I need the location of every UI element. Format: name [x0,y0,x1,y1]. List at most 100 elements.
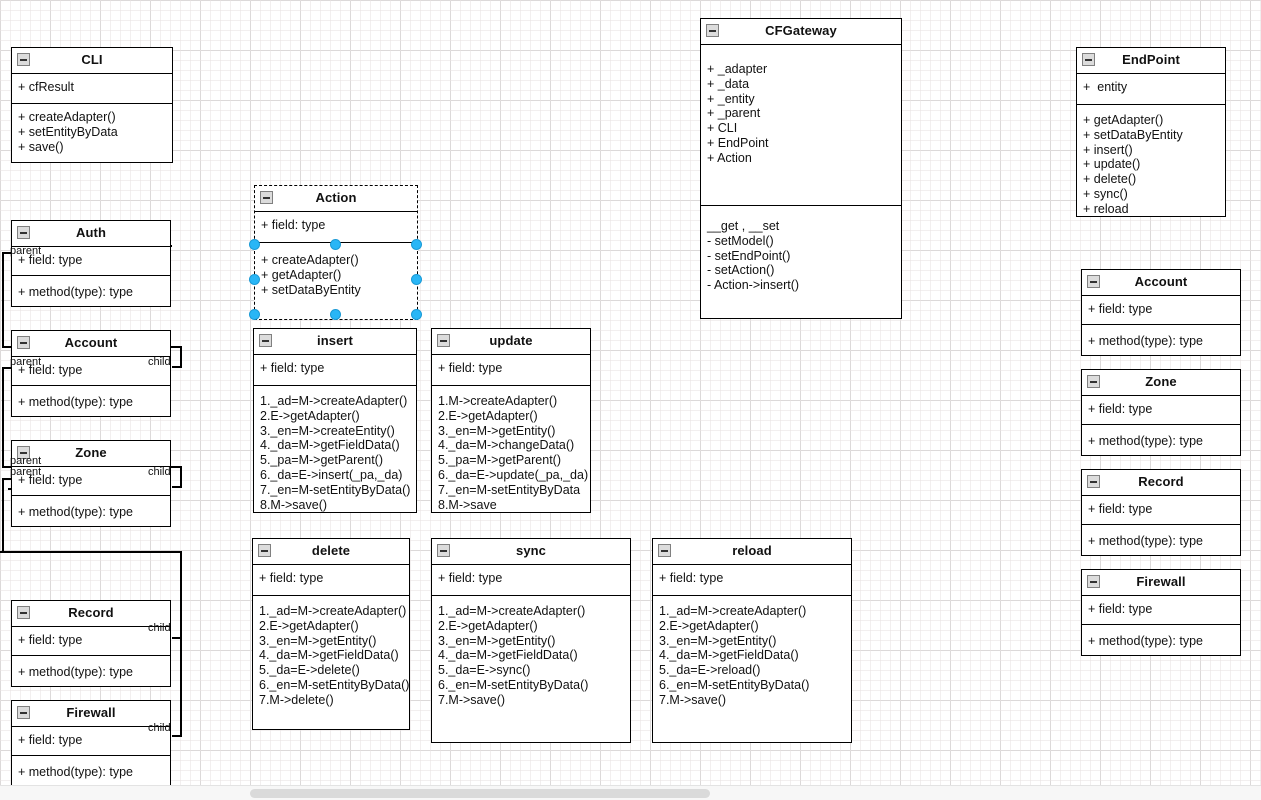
connector-account-parent-horizontal[interactable] [2,367,14,369]
class-title-bar[interactable]: Account [12,331,170,357]
class-title-bar[interactable]: Firewall [1082,570,1240,596]
class-name: EndPoint [1122,52,1180,67]
collapse-minus-icon[interactable] [17,226,30,239]
collapse-minus-icon[interactable] [17,53,30,66]
collapse-minus-icon[interactable] [17,446,30,459]
class-title-bar[interactable]: insert [254,329,416,355]
resize-handle-bottom-left[interactable] [249,309,260,320]
class-title-bar[interactable]: CLI [12,48,172,74]
resize-handle-middle-left[interactable] [249,274,260,285]
connector-account-child-vertical[interactable] [180,346,182,368]
method-row: 1._ad=M->createAdapter() [659,604,807,618]
connector-account-parent-vertical[interactable] [2,367,4,467]
class-title-bar[interactable]: EndPoint [1077,48,1225,74]
connector-record-child-vertical[interactable] [180,551,182,639]
connector-record-child-hook[interactable] [172,637,182,639]
class-title-bar[interactable]: update [432,329,590,355]
connector-zone-child-vertical[interactable] [180,466,182,488]
methods-section: 1._ad=M->createAdapter() 2.E->getAdapter… [432,596,630,714]
collapse-minus-icon[interactable] [258,544,271,557]
class-box-cfgateway[interactable]: CFGateway + _adapter + _data + _entity +… [700,18,902,319]
class-box-auth-left[interactable]: Auth + field: type + method(type): type [11,220,171,307]
method-row: 3._en=M->getEntity() [259,633,377,648]
resize-handle-top-center[interactable] [330,239,341,250]
class-box-account-right[interactable]: Account + field: type + method(type): ty… [1081,269,1241,356]
collapse-minus-icon[interactable] [260,191,273,204]
class-title-bar[interactable]: Record [12,601,170,627]
connector-account-child-hook[interactable] [172,366,182,368]
collapse-minus-icon[interactable] [1087,575,1100,588]
connector-zone-parent-hook-a[interactable] [2,478,14,480]
connector-zone-parent-vertical[interactable] [2,478,4,552]
horizontal-scrollbar-track[interactable] [0,785,1261,800]
class-title-bar[interactable]: CFGateway [701,19,901,45]
horizontal-scrollbar-thumb[interactable] [250,789,710,798]
method-row: 4._da=M->changeData() [438,438,575,453]
edge-label-record-child: child [148,622,171,634]
class-name: Zone [75,445,107,460]
resize-handle-middle-right[interactable] [411,274,422,285]
class-box-endpoint[interactable]: EndPoint + entity + getAdapter() + setDa… [1076,47,1226,217]
resize-handle-top-left[interactable] [249,239,260,250]
class-title-bar[interactable]: Zone [12,441,170,467]
resize-handle-top-right[interactable] [411,239,422,250]
methods-section: 1.M->createAdapter() 2.E->getAdapter() 3… [432,386,590,518]
collapse-minus-icon[interactable] [658,544,671,557]
collapse-minus-icon[interactable] [1087,375,1100,388]
class-box-reload[interactable]: reload + field: type 1._ad=M->createAdap… [652,538,852,743]
class-box-firewall-left[interactable]: Firewall + field: type + method(type): t… [11,700,171,787]
method-row: 7.M->save() [659,692,727,707]
method-row: 5._pa=M->getParent() [438,453,561,468]
collapse-minus-icon[interactable] [706,24,719,37]
collapse-minus-icon[interactable] [1087,275,1100,288]
class-title-bar[interactable]: Zone [1082,370,1240,396]
class-title-bar[interactable]: Account [1082,270,1240,296]
class-title-bar[interactable]: Auth [12,221,170,247]
class-title-bar[interactable]: sync [432,539,630,565]
class-box-record-left[interactable]: Record + field: type + method(type): typ… [11,600,171,687]
connector-auth-parent-vertical[interactable] [2,252,4,348]
method-row: + method(type): type [18,505,133,519]
class-title-bar[interactable]: delete [253,539,409,565]
class-box-insert[interactable]: insert + field: type 1._ad=M->createAdap… [253,328,417,513]
collapse-minus-icon[interactable] [437,544,450,557]
collapse-minus-icon[interactable] [17,706,30,719]
methods-section: + method(type): type [12,386,170,416]
class-box-action[interactable]: Action + field: type + createAdapter() +… [254,185,418,320]
collapse-minus-icon[interactable] [1087,475,1100,488]
collapse-minus-icon[interactable] [437,334,450,347]
class-title-bar[interactable]: Action [255,186,417,212]
class-box-account-left[interactable]: Account + field: type + method(type): ty… [11,330,171,417]
collapse-minus-icon[interactable] [17,606,30,619]
collapse-minus-icon[interactable] [17,336,30,349]
class-box-cli[interactable]: CLI + cfResult + createAdapter() + setEn… [11,47,173,163]
method-row: + setEntityByData [18,124,118,139]
class-box-zone-left[interactable]: Zone + field: type + method(type): type [11,440,171,527]
connector-firewall-child-vertical[interactable] [180,637,182,737]
method-row: + method(type): type [1088,634,1203,648]
class-box-delete[interactable]: delete + field: type 1._ad=M->createAdap… [252,538,410,730]
connector-firewall-child-hook[interactable] [172,735,182,737]
class-box-record-right[interactable]: Record + field: type + method(type): typ… [1081,469,1241,556]
attributes-section: + field: type [12,467,170,496]
class-title-bar[interactable]: Record [1082,470,1240,496]
class-name: Auth [76,225,106,240]
attributes-section: + entity [1077,74,1225,105]
connector-zone-to-lower[interactable] [0,551,182,553]
connector-zone-child-hook[interactable] [172,486,182,488]
resize-handle-bottom-center[interactable] [330,309,341,320]
resize-handle-bottom-right[interactable] [411,309,422,320]
class-box-sync[interactable]: sync + field: type 1._ad=M->createAdapte… [431,538,631,743]
attribute-row: + field: type [260,361,325,375]
method-row: + setDataByEntity [1083,127,1183,142]
collapse-minus-icon[interactable] [1082,53,1095,66]
class-box-update[interactable]: update + field: type 1.M->createAdapter(… [431,328,591,513]
connector-auth-parent-horizontal[interactable] [2,252,14,254]
collapse-minus-icon[interactable] [259,334,272,347]
class-box-zone-right[interactable]: Zone + field: type + method(type): type [1081,369,1241,456]
class-title-bar[interactable]: Firewall [12,701,170,727]
class-title-bar[interactable]: reload [653,539,851,565]
class-box-firewall-right[interactable]: Firewall + field: type + method(type): t… [1081,569,1241,656]
method-row: 6._en=M-setEntityByData() [438,677,589,692]
